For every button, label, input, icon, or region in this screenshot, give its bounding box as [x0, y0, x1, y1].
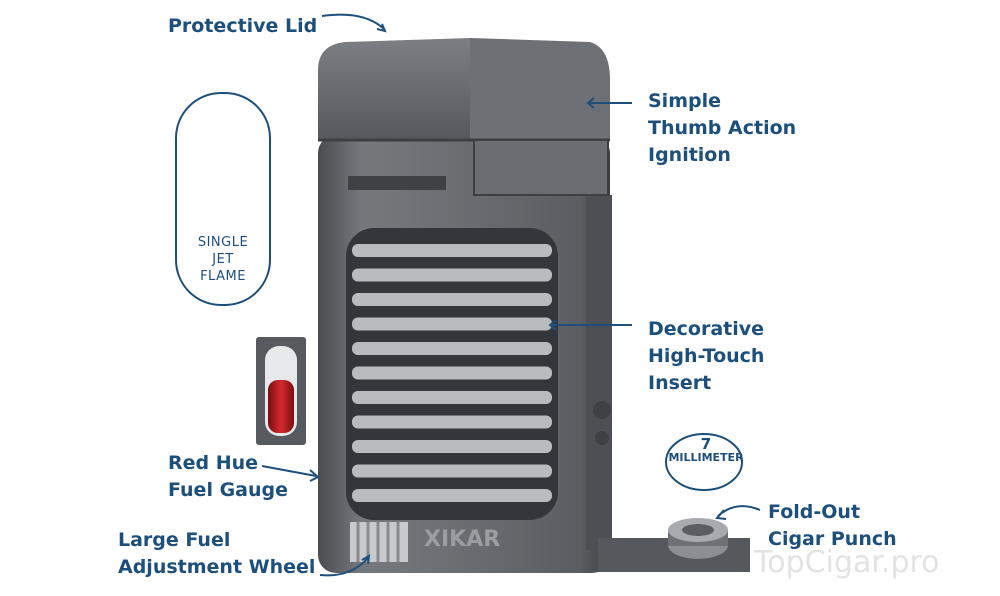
- insert-rib: [352, 317, 552, 331]
- brand-logo: XIKAR: [424, 527, 500, 552]
- label-fuel-wheel: Large Fuel Adjustment Wheel: [118, 529, 316, 578]
- insert-ribs: [352, 244, 552, 502]
- label-insert: Decorative High-Touch Insert: [648, 318, 765, 394]
- insert-rib: [352, 440, 552, 453]
- punch-size-number: 7: [700, 435, 712, 453]
- label-protective-lid: Protective Lid: [168, 15, 318, 37]
- label-ignition: Simple Thumb Action Ignition: [648, 90, 797, 166]
- single-jet-flame-badge: SINGLE JET FLAME: [175, 92, 271, 306]
- punch-size-label: 7 MILLIMETER: [664, 435, 748, 465]
- callout-lines: [261, 13, 761, 577]
- label-cigar-punch: Fold-Out Cigar Punch: [768, 501, 897, 550]
- insert-rib: [352, 244, 552, 257]
- millimeter-circle: [665, 433, 743, 491]
- watermark: TopCigar.pro: [754, 545, 940, 580]
- insert-rib: [352, 464, 552, 478]
- flame-badge-text: SINGLE JET FLAME: [197, 235, 249, 284]
- insert-rib: [352, 366, 552, 380]
- insert-rib: [352, 489, 552, 502]
- insert-rib: [352, 391, 552, 404]
- protective-lid: [318, 38, 470, 140]
- fuel-gauge: [256, 337, 306, 445]
- knurled-strip: [348, 176, 446, 190]
- fuel-wheel: [350, 522, 408, 562]
- cigar-punch: [593, 401, 750, 572]
- label-fuel-gauge: Red Hue Fuel Gauge: [168, 452, 289, 501]
- punch-size-unit: MILLIMETER: [668, 451, 744, 464]
- insert-rib: [352, 415, 552, 429]
- insert-rib: [352, 342, 552, 355]
- ignition-button: [470, 38, 610, 140]
- insert-rib: [352, 268, 552, 282]
- insert-rib: [352, 293, 552, 306]
